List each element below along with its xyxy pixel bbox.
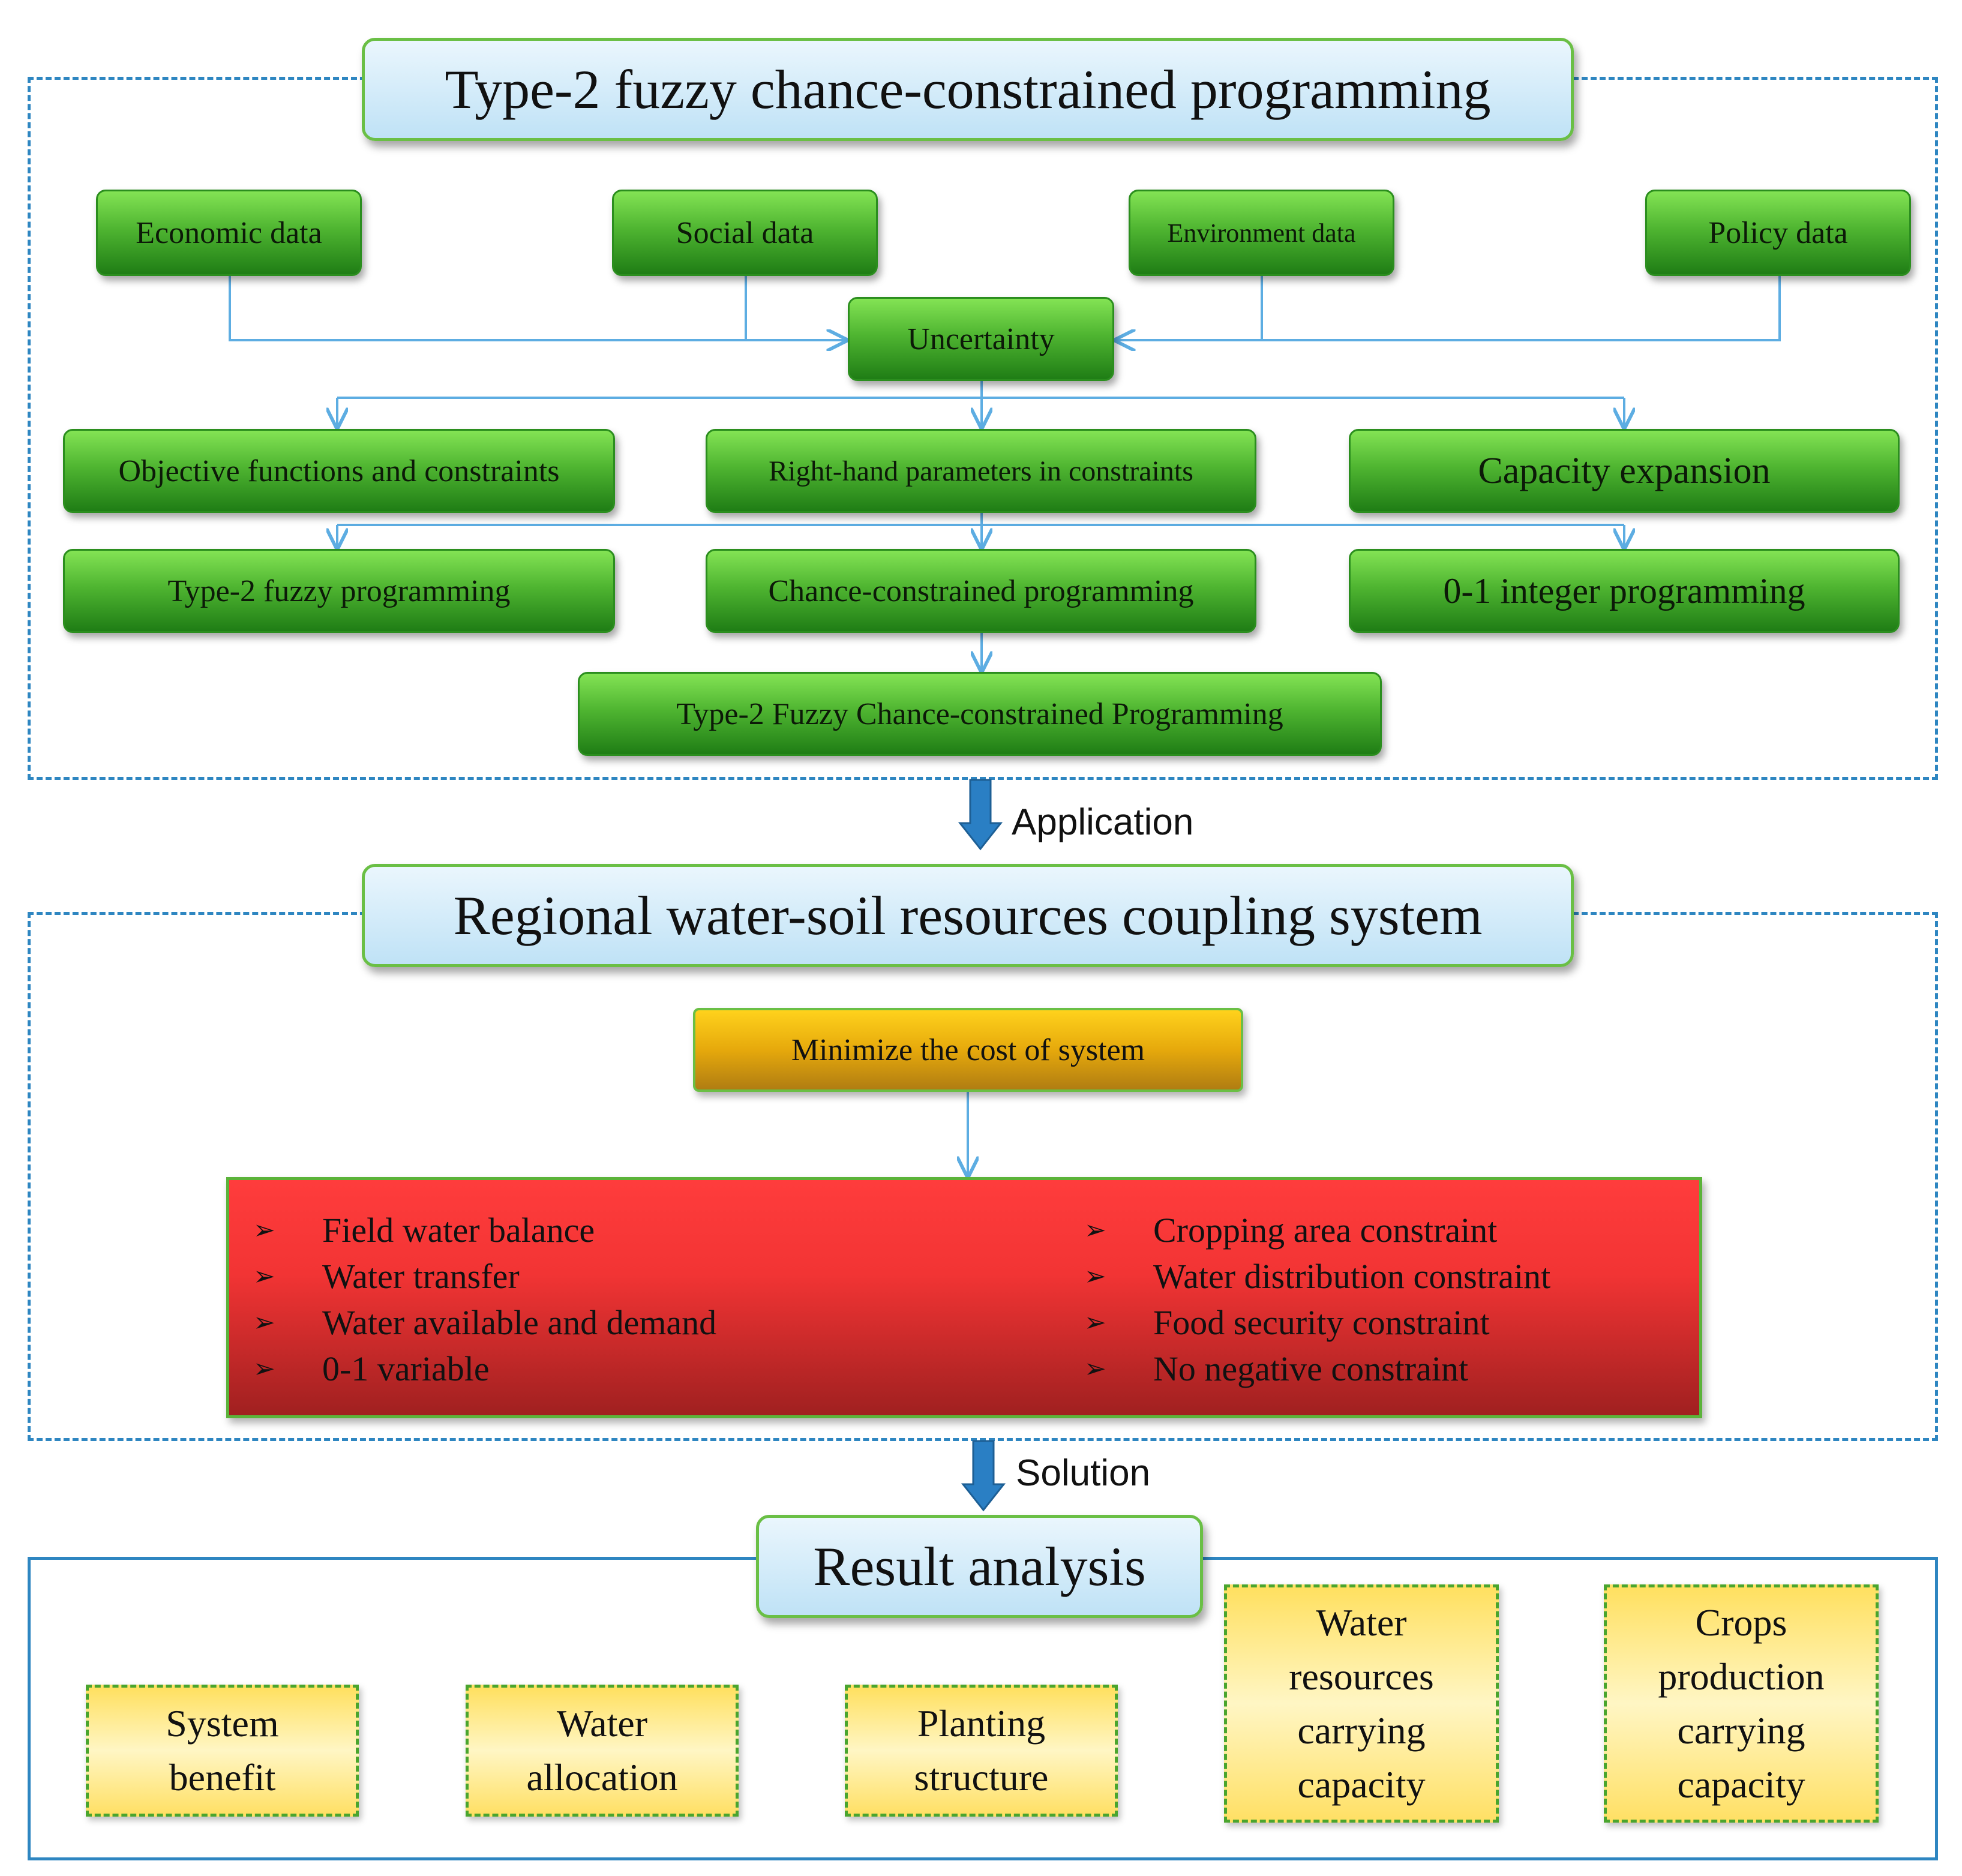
solution-arrow [961,1440,1006,1512]
constraint-label: Field water balance [322,1211,595,1250]
integer-programming-label: 0-1 integer programming [1443,571,1805,611]
programming-title-box: Type-2 fuzzy chance-constrained programm… [362,38,1574,141]
constraint-label: Water available and demand [322,1303,717,1342]
result-line: carrying [1677,1709,1805,1752]
objective-label: Minimize the cost of system [791,1032,1145,1067]
arrow-bullet-icon: ➢ [253,1261,275,1292]
capacity-expansion-box: Capacity expansion [1349,429,1900,513]
type2-fuzzy-label: Type-2 fuzzy programming [167,574,511,608]
arrow-bullet-icon: ➢ [253,1353,275,1384]
chance-constrained-box: Chance-constrained programming [706,549,1256,633]
connector-economic [229,276,846,340]
social-data-label: Social data [676,215,814,250]
result-line: Water [1316,1601,1407,1644]
economic-data-box: Economic data [96,190,362,276]
result-system-benefit: System benefit [86,1685,359,1817]
result-water-carrying-capacity: Water resources carrying capacity [1224,1584,1499,1823]
objective-functions-box: Objective functions and constraints [63,429,615,513]
capacity-expansion-label: Capacity expansion [1478,450,1771,491]
coupling-system-title: Regional water-soil resources coupling s… [453,885,1483,946]
uncertainty-label: Uncertainty [907,322,1055,356]
chance-constrained-label: Chance-constrained programming [768,574,1194,608]
constraint-item: ➢ 0-1 variable [253,1346,716,1392]
constraint-label: Water distribution constraint [1153,1257,1551,1296]
constraint-item: ➢ Food security constraint [1084,1299,1550,1346]
result-line: benefit [169,1756,276,1799]
connector-policy [1116,276,1781,340]
arrow-bullet-icon: ➢ [253,1215,275,1245]
result-line: production [1658,1655,1825,1698]
environment-data-box: Environment data [1129,190,1394,276]
right-hand-parameters-label: Right-hand parameters in constraints [769,455,1193,487]
result-water-allocation: Water allocation [466,1685,739,1817]
result-analysis-title: Result analysis [813,1536,1146,1597]
right-hand-parameters-box: Right-hand parameters in constraints [706,429,1256,513]
result-line: capacity [1677,1763,1805,1806]
constraint-item: ➢ Field water balance [253,1207,716,1253]
constraint-item: ➢ No negative constraint [1084,1346,1550,1392]
integer-programming-box: 0-1 integer programming [1349,549,1900,633]
social-data-box: Social data [612,190,878,276]
arrow-bullet-icon: ➢ [1084,1307,1106,1338]
constraint-label: No negative constraint [1153,1349,1469,1388]
constraint-label: 0-1 variable [322,1349,490,1388]
objective-functions-label: Objective functions and constraints [118,454,560,488]
application-arrow [958,779,1003,851]
result-line: System [166,1702,279,1745]
result-line: allocation [526,1756,678,1799]
result-line: resources [1289,1655,1434,1698]
arrow-bullet-icon: ➢ [1084,1353,1106,1384]
constraint-item: ➢ Water transfer [253,1253,716,1299]
constraint-label: Food security constraint [1153,1303,1490,1342]
combined-method-label: Type-2 Fuzzy Chance-constrained Programm… [676,697,1283,731]
type2-fuzzy-box: Type-2 fuzzy programming [63,549,615,633]
constraint-label: Cropping area constraint [1153,1211,1498,1250]
constraints-box: ➢ Field water balance ➢ Water transfer ➢… [226,1177,1702,1418]
result-line: Planting [917,1702,1046,1745]
coupling-system-title-box: Regional water-soil resources coupling s… [362,864,1574,967]
objective-box: Minimize the cost of system [693,1008,1243,1092]
arrow-bullet-icon: ➢ [1084,1261,1106,1292]
constraint-item: ➢ Cropping area constraint [1084,1207,1550,1253]
combined-method-box: Type-2 Fuzzy Chance-constrained Programm… [578,672,1382,756]
environment-data-label: Environment data [1167,218,1356,248]
result-line: capacity [1297,1763,1426,1806]
uncertainty-box: Uncertainty [848,297,1114,381]
result-line: structure [914,1756,1049,1799]
solution-label: Solution [1016,1452,1151,1494]
result-line: Crops [1695,1601,1787,1644]
policy-data-box: Policy data [1645,190,1911,276]
policy-data-label: Policy data [1708,215,1848,250]
economic-data-label: Economic data [136,215,322,250]
arrow-bullet-icon: ➢ [253,1307,275,1338]
result-line: carrying [1297,1709,1426,1752]
result-analysis-title-box: Result analysis [756,1515,1203,1618]
programming-title: Type-2 fuzzy chance-constrained programm… [445,59,1491,120]
result-planting-structure: Planting structure [845,1685,1118,1817]
constraints-left-column: ➢ Field water balance ➢ Water transfer ➢… [253,1207,716,1392]
result-crops-carrying-capacity: Crops production carrying capacity [1604,1584,1879,1823]
constraint-item: ➢ Water available and demand [253,1299,716,1346]
constraints-right-column: ➢ Cropping area constraint ➢ Water distr… [1084,1207,1550,1392]
constraint-label: Water transfer [322,1257,520,1296]
constraint-item: ➢ Water distribution constraint [1084,1253,1550,1299]
arrow-bullet-icon: ➢ [1084,1215,1106,1245]
application-label: Application [1012,802,1194,843]
result-line: Water [556,1702,648,1745]
